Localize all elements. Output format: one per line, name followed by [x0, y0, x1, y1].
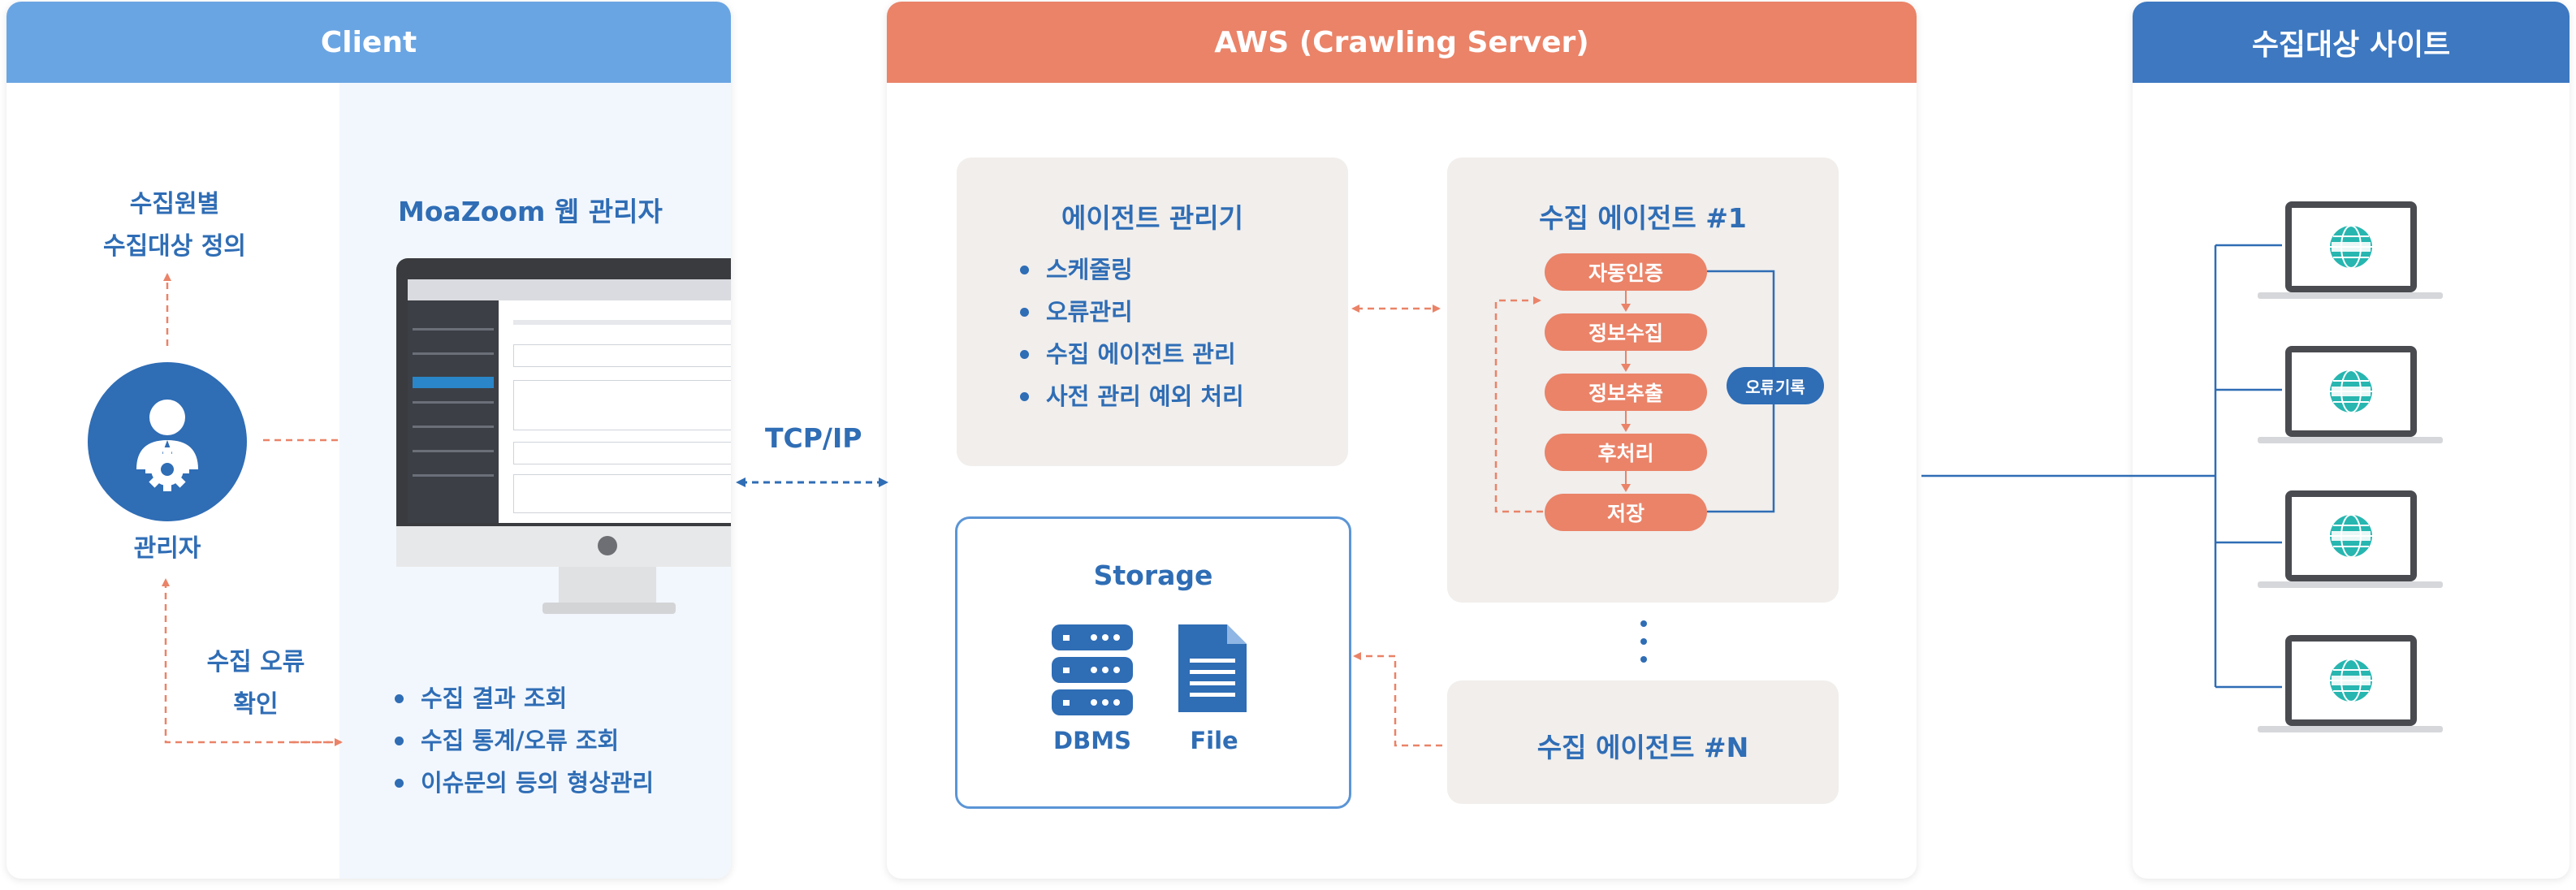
aws-panel-title: AWS (Crawling Server): [887, 2, 1917, 83]
feature-item: 수집 통계/오류 조회: [395, 719, 654, 762]
manager-item: 오류관리: [1020, 291, 1244, 333]
laptop-globe-icon: [2258, 490, 2443, 588]
file-label: File: [1190, 727, 1238, 754]
target-site-laptop: [2256, 489, 2444, 596]
admin-avatar: [88, 362, 247, 521]
targets-panel-title: 수집대상 사이트: [2133, 2, 2570, 83]
web-admin-features: 수집 결과 조회 수집 통계/오류 조회 이슈문의 등의 형상관리: [395, 677, 654, 804]
ellipsis-dot: [1640, 638, 1647, 645]
monitor-illustration: [396, 258, 731, 616]
ellipsis-dot: [1640, 620, 1647, 627]
define-targets-label: 수집원별 수집대상 정의: [102, 190, 247, 261]
step-save: 저장: [1545, 494, 1707, 531]
monitor-screen: [408, 279, 731, 523]
file-icon: [1178, 624, 1247, 712]
target-site-laptop: [2256, 633, 2444, 741]
arrow-save-loop: [1494, 296, 1543, 513]
monitor-base: [542, 603, 676, 614]
step-postprocess: 후처리: [1545, 434, 1707, 471]
target-site-laptop: [2256, 200, 2444, 307]
dbms-label: DBMS: [1053, 727, 1131, 754]
feature-item: 수집 결과 조회: [395, 677, 654, 719]
storage-box: Storage DBMS File: [955, 516, 1351, 809]
monitor-stand: [559, 567, 656, 604]
monitor-chin: [396, 526, 731, 567]
manager-item: 사전 관리 예외 처리: [1020, 375, 1244, 417]
agent-manager-box: 에이전트 관리기 스케줄링 오류관리 수집 에이전트 관리 사전 관리 예외 처…: [957, 158, 1348, 466]
arrow-agentN-to-storage: [1353, 652, 1442, 747]
agentN-box: 수집 에이전트 #N: [1447, 680, 1839, 804]
admin-gear-user-icon: [136, 400, 198, 491]
admin-label: 관리자: [133, 534, 201, 563]
web-admin-title: MoaZoom 웹 관리자: [398, 196, 663, 227]
line-error-log: [1707, 270, 1775, 513]
step-extract: 정보추출: [1545, 374, 1707, 411]
client-panel-title: Client: [6, 2, 731, 83]
monitor-power-dot: [598, 536, 617, 555]
error-check-label: 수집 오류 확인: [206, 648, 305, 719]
laptop-globe-icon: [2258, 346, 2443, 443]
agent1-title: 수집 에이전트 #1: [1539, 202, 1747, 234]
ellipsis-dot: [1640, 656, 1647, 663]
agentN-title: 수집 에이전트 #N: [1537, 732, 1749, 763]
laptop-globe-icon: [2258, 635, 2443, 732]
laptop-globe-icon: [2258, 201, 2443, 299]
target-site-laptop: [2256, 344, 2444, 451]
error-log-badge: 오류기록: [1727, 367, 1824, 404]
feature-item: 이슈문의 등의 형상관리: [395, 762, 654, 804]
manager-item: 스케줄링: [1020, 248, 1244, 291]
agent-manager-items: 스케줄링 오류관리 수집 에이전트 관리 사전 관리 예외 처리: [1020, 248, 1244, 417]
step-arrows: [1621, 291, 1631, 492]
database-server-icon: [1052, 624, 1133, 715]
manager-item: 수집 에이전트 관리: [1020, 333, 1244, 375]
agent-manager-title: 에이전트 관리기: [1061, 202, 1243, 234]
step-auto-auth: 자동인증: [1545, 253, 1707, 291]
protocol-label: TCP/IP: [765, 422, 862, 454]
arrow-error-check-loop: [162, 578, 341, 744]
storage-title: Storage: [1093, 559, 1213, 591]
step-collect: 정보수집: [1545, 313, 1707, 351]
